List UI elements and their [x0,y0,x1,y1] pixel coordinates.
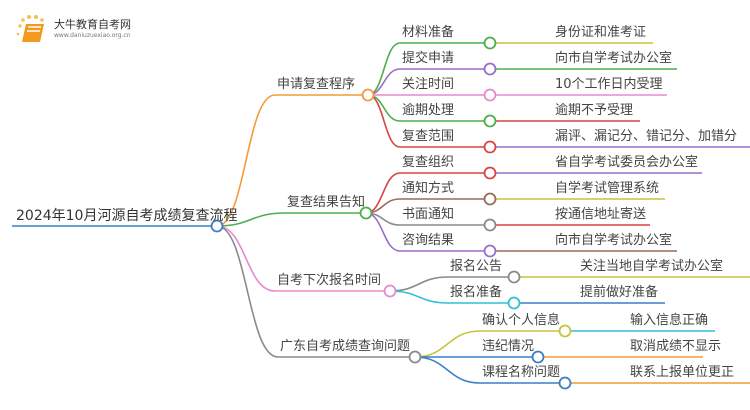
leaf-connector [414,330,481,358]
subtopic-value: 自学考试管理系统 [555,181,660,196]
subtopic-collapse-toggle[interactable] [483,140,497,154]
root-collapse-toggle[interactable] [210,219,224,233]
subtopic-value: 漏评、漏记分、错记分、加错分 [555,129,738,144]
subtopic: 报名准备 [450,285,503,300]
subtopic-value: 省自学考试委员会办公室 [555,155,699,170]
subtopic-collapse-toggle[interactable] [483,36,497,50]
leaf-connector [414,356,481,384]
subtopic-value: 提前做好准备 [580,285,659,300]
subtopic-collapse-toggle[interactable] [531,350,545,364]
leaf-connector [367,42,401,96]
branch-topic: 广东自考成绩查询问题 [280,339,411,354]
branch-connector [216,225,279,358]
subtopic-collapse-toggle[interactable] [483,62,497,76]
leaf-connector [367,94,401,148]
subtopic-collapse-toggle[interactable] [483,192,497,206]
subtopic: 报名公告 [450,259,503,274]
subtopic-collapse-toggle[interactable] [483,166,497,180]
logo-url: www.daniuzuexiao.org.cn [54,32,131,39]
book-icon [16,15,44,42]
leaf-connector [389,276,449,292]
subtopic-value: 联系上报单位更正 [630,365,735,380]
branch-topic: 复查结果告知 [287,195,366,210]
branch-collapse-toggle[interactable] [383,284,397,298]
subtopic-collapse-toggle[interactable] [507,296,521,310]
branch-connector [216,212,286,227]
root-topic: 2024年10月河源自考成绩复查流程 [16,208,238,224]
subtopic: 复查组织 [402,155,455,170]
branch-connector [216,225,276,292]
subtopic: 提交申请 [402,51,455,66]
subtopic: 关注时间 [402,77,455,92]
subtopic: 材料准备 [402,25,455,40]
branch-collapse-toggle[interactable] [359,206,373,220]
subtopic-collapse-toggle[interactable] [507,270,521,284]
subtopic: 课程名称问题 [482,365,561,380]
subtopic-value: 10个工作日内受理 [555,77,663,92]
subtopic-collapse-toggle[interactable] [483,218,497,232]
leaf-connector [389,290,449,304]
subtopic: 确认个人信息 [482,313,561,328]
subtopic-value: 逾期不予受理 [555,103,634,118]
subtopic-value: 向市自学考试办公室 [555,51,673,66]
subtopic: 复查范围 [402,129,455,144]
subtopic-collapse-toggle[interactable] [483,114,497,128]
subtopic-collapse-toggle[interactable] [483,88,497,102]
subtopic: 通知方式 [402,181,455,196]
subtopic-value: 向市自学考试办公室 [555,233,673,248]
subtopic-value: 身份证和准考证 [555,25,647,40]
logo-title: 大牛教育自考网 [54,18,131,31]
subtopic: 书面通知 [402,207,455,222]
logo: 大牛教育自考网 www.daniuzuexiao.org.cn [14,14,194,44]
subtopic: 逾期处理 [402,103,455,118]
subtopic-collapse-toggle[interactable] [558,376,572,390]
branch-collapse-toggle[interactable] [408,350,422,364]
branch-collapse-toggle[interactable] [361,88,375,102]
subtopic-value: 取消成绩不显示 [630,339,722,354]
branch-topic: 自考下次报名时间 [277,273,382,288]
subtopic-collapse-toggle[interactable] [483,244,497,258]
branch-connector [216,94,276,227]
subtopic: 违纪情况 [482,339,535,354]
subtopic-value: 按通信地址寄送 [555,207,647,222]
subtopic: 咨询结果 [402,233,455,248]
subtopic-value: 输入信息正确 [630,313,709,328]
subtopic-collapse-toggle[interactable] [558,324,572,338]
branch-topic: 申请复查程序 [277,77,356,92]
subtopic-value: 关注当地自学考试办公室 [580,259,724,274]
